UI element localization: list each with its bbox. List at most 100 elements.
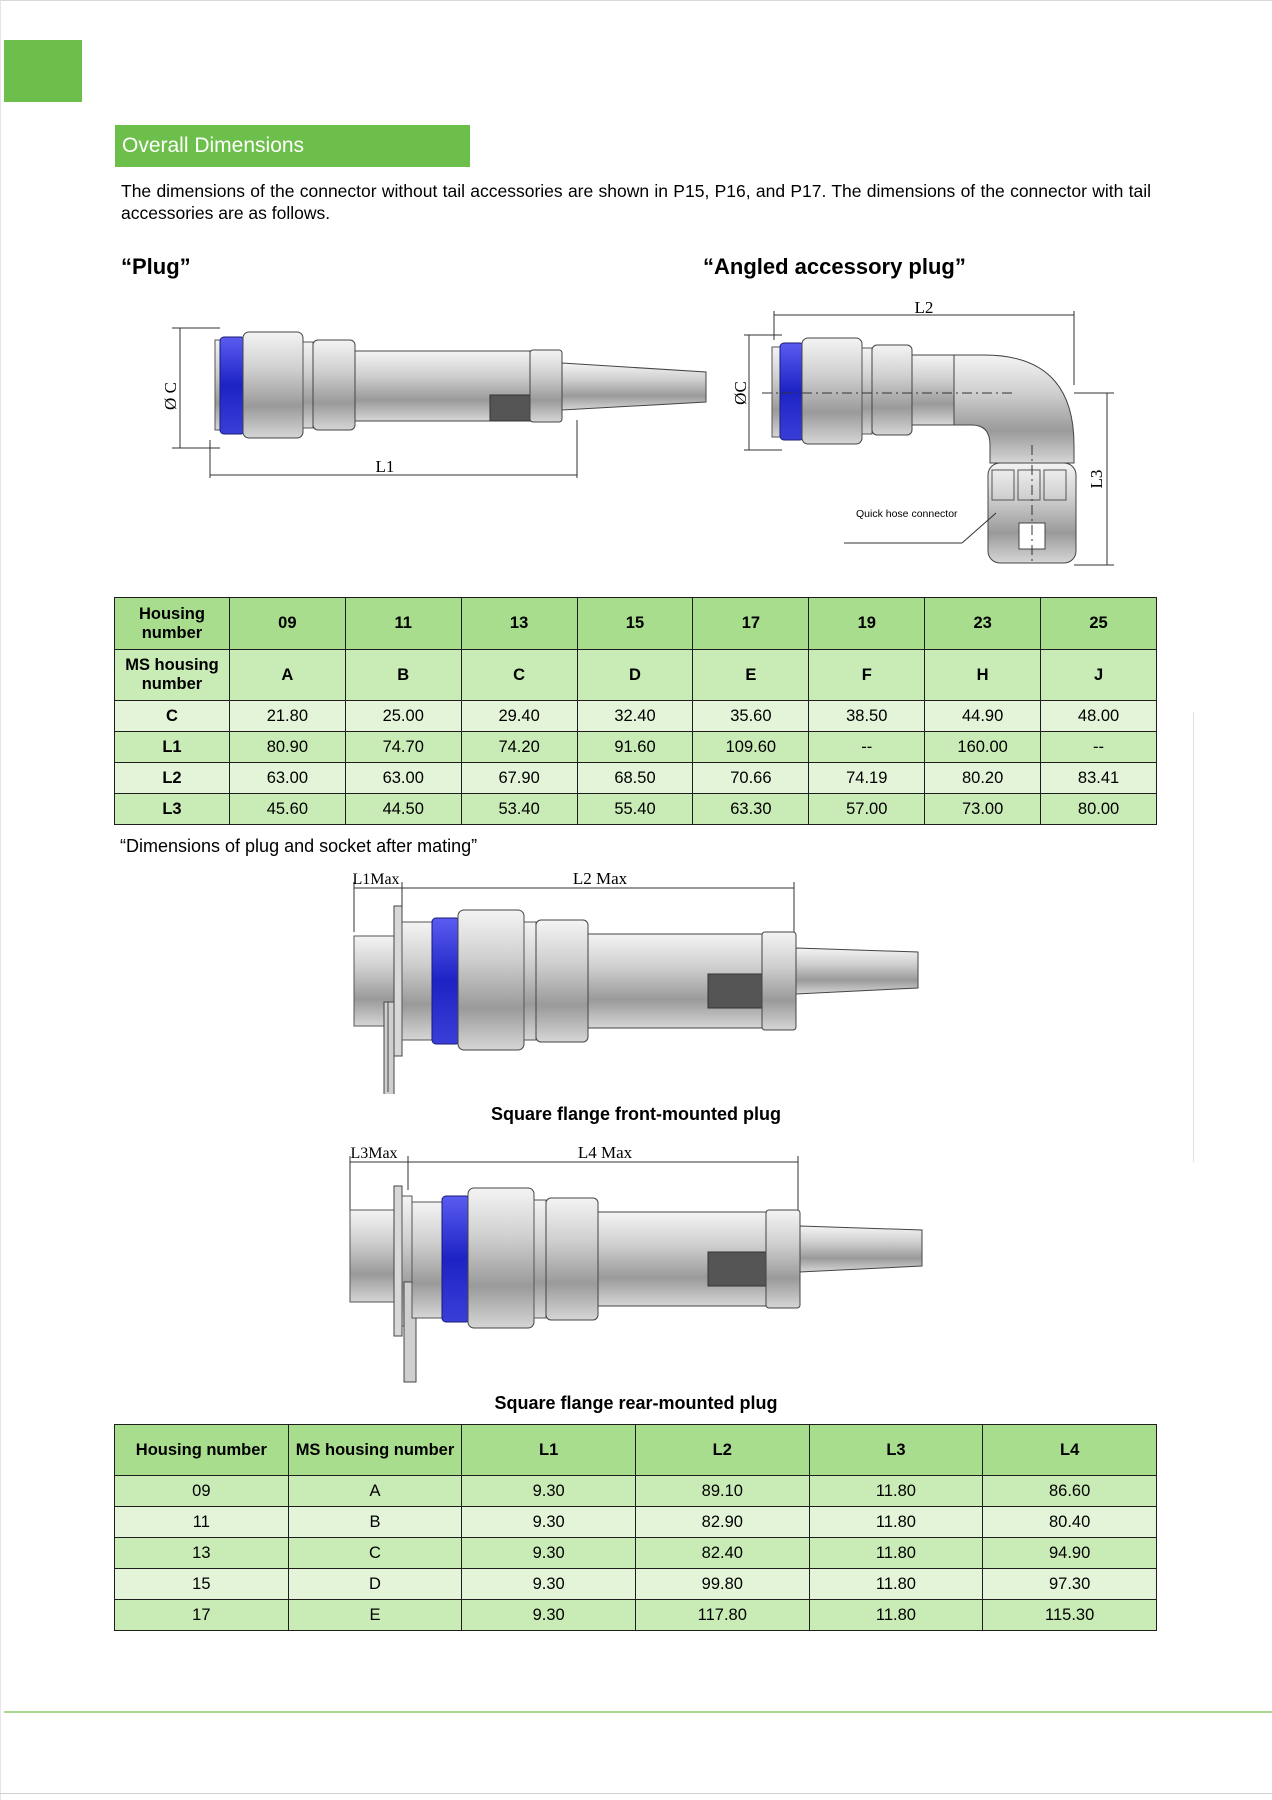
table1-row-label: Housing number: [114, 597, 230, 650]
table1-cell: D: [576, 649, 694, 701]
table1-cell: 11: [344, 597, 462, 650]
table1-cell: 21.80: [228, 700, 346, 732]
table1-cell: 67.90: [460, 762, 578, 794]
table2-row: 15 D 9.30 99.80 11.80 97.30: [114, 1568, 1157, 1600]
table1-cell: 73.00: [924, 793, 1042, 825]
table1-cell: 38.50: [808, 700, 926, 732]
table1-row-label: L2: [114, 762, 230, 794]
table2-cell: 99.80: [634, 1568, 810, 1600]
angled-plug-heading: “Angled accessory plug”: [703, 254, 966, 279]
intro-paragraph: The dimensions of the connector without …: [121, 181, 1151, 223]
table2-cell: C: [287, 1537, 463, 1569]
table2-header-cell: L3: [808, 1424, 984, 1476]
table2-row: 13 C 9.30 82.40 11.80 94.90: [114, 1537, 1157, 1569]
table1-cell: 35.60: [692, 700, 810, 732]
table2-cell: 80.40: [982, 1506, 1157, 1538]
rear-mounted-plug-drawing: L3Max L4 Max: [349, 1143, 923, 1383]
table1-cell: 19: [808, 597, 926, 650]
table2-header-cell: Housing number: [114, 1424, 289, 1476]
table2-cell: 13: [114, 1537, 289, 1569]
table2-cell: E: [287, 1599, 463, 1631]
table1-cell: J: [1040, 649, 1157, 701]
quick-hose-callout: Quick hose connector: [856, 508, 958, 520]
mating-note: “Dimensions of plug and socket after mat…: [120, 836, 478, 856]
table1-cell: 45.60: [228, 793, 346, 825]
angled-l3-label: L3: [1087, 470, 1106, 489]
table1-cell: 48.00: [1040, 700, 1157, 732]
footer-divider: [4, 1711, 1272, 1713]
table2-row: 17 E 9.30 117.80 11.80 115.30: [114, 1599, 1157, 1631]
table1-cell: 80.00: [1040, 793, 1157, 825]
table2-cell: 86.60: [982, 1475, 1157, 1507]
table1-cell: --: [808, 731, 926, 763]
table1-cell: 68.50: [576, 762, 694, 794]
table1-cell: 80.20: [924, 762, 1042, 794]
section-title: Overall Dimensions: [115, 125, 470, 167]
table2-cell: 94.90: [982, 1537, 1157, 1569]
dimensions-table-1: Housing number 09 11 13 15 17 19 23 25 M…: [114, 597, 1157, 825]
table1-cell: 74.70: [344, 731, 462, 763]
table2-cell: 9.30: [461, 1506, 636, 1538]
table2-cell: 11.80: [808, 1568, 984, 1600]
table1-cell: --: [1040, 731, 1157, 763]
table1-cell: 44.50: [344, 793, 462, 825]
front-mounted-plug-drawing: L1Max L2 Max: [352, 869, 919, 1094]
table1-cell: 91.60: [576, 731, 694, 763]
table1-cell: 55.40: [576, 793, 694, 825]
table1-row-label: L3: [114, 793, 230, 825]
table1-cell: 53.40: [460, 793, 578, 825]
table1-cell: 25.00: [344, 700, 462, 732]
table1-row-housing: Housing number 09 11 13 15 17 19 23 25: [114, 597, 1157, 650]
plug-diameter-label: Ø C: [161, 382, 180, 410]
table1-cell: 15: [576, 597, 694, 650]
table1-cell: H: [924, 649, 1042, 701]
table2-cell: 9.30: [461, 1475, 636, 1507]
table1-row-ms-housing: MS housing number A B C D E F H J: [114, 649, 1157, 701]
page-edge-line: [1193, 712, 1194, 1162]
plug-drawing: Ø C L1: [161, 327, 707, 478]
table2-cell: 09: [114, 1475, 289, 1507]
table1-row-l2: L2 63.00 63.00 67.90 68.50 70.66 74.19 8…: [114, 762, 1157, 794]
table1-cell: C: [460, 649, 578, 701]
table1-cell: B: [344, 649, 462, 701]
table2-header-cell: MS housing number: [287, 1424, 463, 1476]
table1-row-l3: L3 45.60 44.50 53.40 55.40 63.30 57.00 7…: [114, 793, 1157, 825]
table2-header-row: Housing number MS housing number L1 L2 L…: [114, 1424, 1157, 1476]
table1-row-label: C: [114, 700, 230, 732]
table1-cell: 63.30: [692, 793, 810, 825]
rear-l3max-label: L3Max: [350, 1145, 397, 1162]
table1-cell: 160.00: [924, 731, 1042, 763]
table1-cell: 74.19: [808, 762, 926, 794]
table1-cell: 32.40: [576, 700, 694, 732]
table2-cell: 11.80: [808, 1475, 984, 1507]
table2-cell: 17: [114, 1599, 289, 1631]
table2-header-cell: L2: [634, 1424, 810, 1476]
front-mounted-caption: Square flange front-mounted plug: [491, 1104, 781, 1124]
table2-cell: A: [287, 1475, 463, 1507]
angled-l2-label: L2: [915, 298, 934, 317]
table2-cell: 11: [114, 1506, 289, 1538]
table2-row: 11 B 9.30 82.90 11.80 80.40: [114, 1506, 1157, 1538]
table1-cell: 57.00: [808, 793, 926, 825]
table2-cell: 82.40: [634, 1537, 810, 1569]
table1-cell: 109.60: [692, 731, 810, 763]
table2-cell: 82.90: [634, 1506, 810, 1538]
front-l2max-label: L2 Max: [573, 869, 628, 888]
table1-cell: 29.40: [460, 700, 578, 732]
table2-cell: 9.30: [461, 1568, 636, 1600]
table1-cell: 44.90: [924, 700, 1042, 732]
table2-cell: 11.80: [808, 1599, 984, 1631]
angled-plug-drawing: L2 ØC L3 Quick hose connector: [731, 298, 1114, 566]
table1-cell: 09: [228, 597, 346, 650]
table1-cell: 70.66: [692, 762, 810, 794]
page-tab-marker: [4, 40, 82, 102]
table2-cell: B: [287, 1506, 463, 1538]
page-bottom-border: [0, 1793, 1272, 1794]
table1-cell: 17: [692, 597, 810, 650]
table1-cell: 83.41: [1040, 762, 1157, 794]
dimensions-table-2: Housing number MS housing number L1 L2 L…: [114, 1424, 1157, 1631]
table2-cell: 115.30: [982, 1599, 1157, 1631]
table2-header-cell: L4: [982, 1424, 1157, 1476]
table2-cell: 117.80: [634, 1599, 810, 1631]
